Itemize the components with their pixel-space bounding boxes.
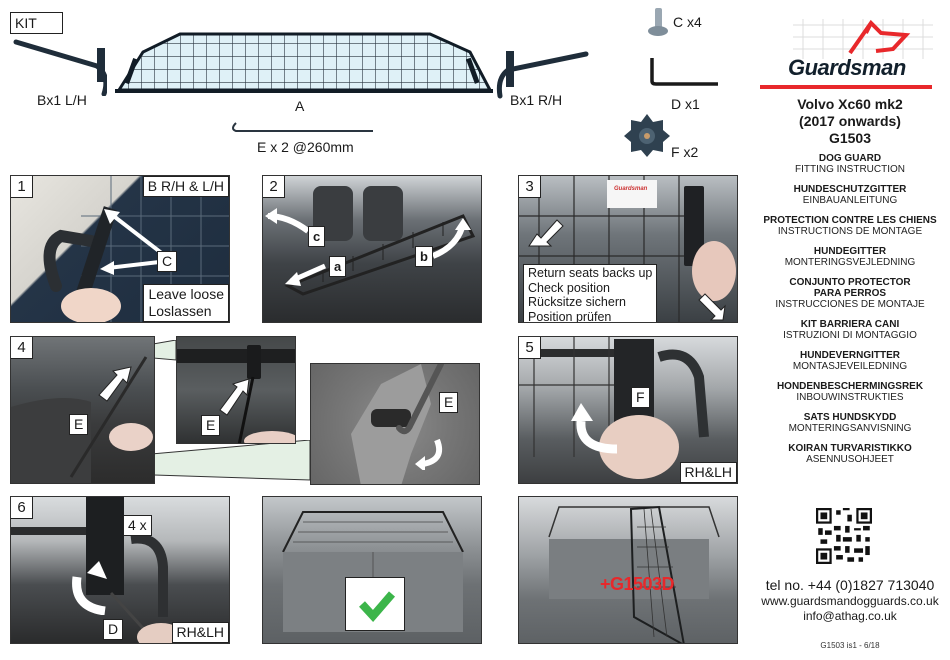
direction-arrows-icon (265, 208, 471, 286)
star-knob-icon (624, 114, 670, 157)
step-number: 6 (11, 497, 33, 519)
fitting-photo-icon: Guardsman (519, 176, 736, 322)
divider-photo-icon (548, 505, 720, 643)
mesh-guard-icon (115, 32, 493, 93)
step-4-panel: 4 E (10, 336, 155, 484)
step-6-qty-tag: 4 x (123, 515, 152, 536)
model-years: (2017 onwards) (799, 113, 901, 129)
step-2-tag-a: a (329, 256, 347, 277)
step-5-side-tag: RH&LH (679, 462, 737, 483)
part-label-b-lh: Bx1 L/H (37, 92, 87, 108)
step-5-panel: 5 F RH&LH (518, 336, 738, 484)
qr-code-icon[interactable] (816, 508, 872, 564)
part-label-b-rh: Bx1 R/H (510, 92, 563, 108)
step-6-side-tag: RH&LH (171, 622, 229, 643)
part-label-d: D x1 (671, 96, 700, 112)
step-1-panel: 1 B R/H & L/H C Leave loose Loslassen (10, 175, 230, 323)
contact-website[interactable]: www.guardsmandogguards.co.uk (761, 594, 939, 608)
arrow-icon (528, 219, 564, 247)
knob-tighten-photo-icon (519, 337, 709, 479)
product-info: Volvo Xc60 mk2 (2017 onwards) G1503 (752, 96, 948, 147)
optional-divider-panel (518, 496, 738, 644)
mini-brand-label: Guardsman (614, 186, 648, 192)
arrow-icon (219, 378, 250, 416)
part-label-c: C x4 (673, 14, 702, 30)
step-4-tag-e: E (69, 414, 89, 435)
document-code: G1503 is1 - 6/18 (820, 641, 880, 650)
step-1-note: Leave loose Loslassen (143, 284, 229, 322)
cargo-area-photo-icon (284, 186, 476, 296)
rotate-arrow-icon (571, 403, 618, 454)
brand-divider (760, 85, 932, 89)
step-4-closeup-panel: E (310, 363, 480, 485)
arrow-icon (98, 366, 132, 402)
step-3-panel: 3 Guardsman Return seats backs up Check … (518, 175, 738, 323)
step-1-part-tag: B R/H & L/H (142, 176, 229, 197)
guardsman-logo: Guardsman (760, 15, 940, 93)
check-icon (359, 591, 396, 623)
brand-name: Guardsman (788, 55, 906, 80)
step-4-detail-tag-e: E (201, 415, 221, 436)
hook-install-photo-icon (11, 356, 153, 483)
anchor-closeup-photo-icon (351, 364, 444, 484)
part-label-f: F x2 (671, 144, 699, 160)
step-number: 5 (519, 337, 541, 359)
step-number: 3 (519, 176, 541, 198)
part-label-a: A (295, 98, 305, 114)
bracket-left-icon (13, 39, 107, 96)
kit-title: KIT (10, 12, 63, 34)
rotate-arrow-icon (72, 561, 107, 615)
step-6-panel: 6 4 x D RH&LH (10, 496, 230, 644)
part-label-e: E x 2 @260mm (257, 139, 354, 155)
model-name: Volvo Xc60 mk2 (797, 96, 903, 112)
check-approved-box (345, 577, 405, 631)
arrow-icon (698, 293, 726, 321)
bracket-right-icon (496, 51, 589, 99)
step-2-tag-c: c (308, 226, 326, 247)
step-4-detail-panel: E (176, 336, 296, 444)
step-number: 1 (11, 176, 33, 198)
step-3-note: Return seats backs up Check position Rüc… (523, 264, 658, 322)
step-number: 2 (263, 176, 285, 198)
step-number: 4 (11, 337, 33, 359)
optional-accessory-label: +G1503D (600, 574, 675, 594)
allen-key-icon (650, 58, 718, 86)
product-code: G1503 (828, 130, 872, 146)
bracket-photo-icon (43, 176, 229, 322)
rotate-arrow-icon (415, 438, 443, 470)
bolt-icon (648, 8, 668, 36)
step-1-bolt-tag: C (157, 251, 178, 272)
step-5-tag-f: F (631, 387, 650, 408)
step-2-panel: 2 c a b (262, 175, 482, 323)
contact-phone[interactable]: tel no. +44 (0)1827 713040 (765, 577, 935, 593)
hook-rod-icon (232, 122, 373, 132)
rod-detail-photo-icon (177, 345, 295, 443)
step-2-tag-b: b (415, 246, 433, 267)
contact-info: tel no. +44 (0)1827 713040 www.guardsman… (752, 576, 948, 624)
logo-grid-icon (793, 19, 933, 59)
step-6-tag-d: D (103, 619, 124, 640)
step-4-closeup-tag-e: E (439, 392, 459, 413)
contact-email[interactable]: info@athag.co.uk (803, 609, 897, 623)
